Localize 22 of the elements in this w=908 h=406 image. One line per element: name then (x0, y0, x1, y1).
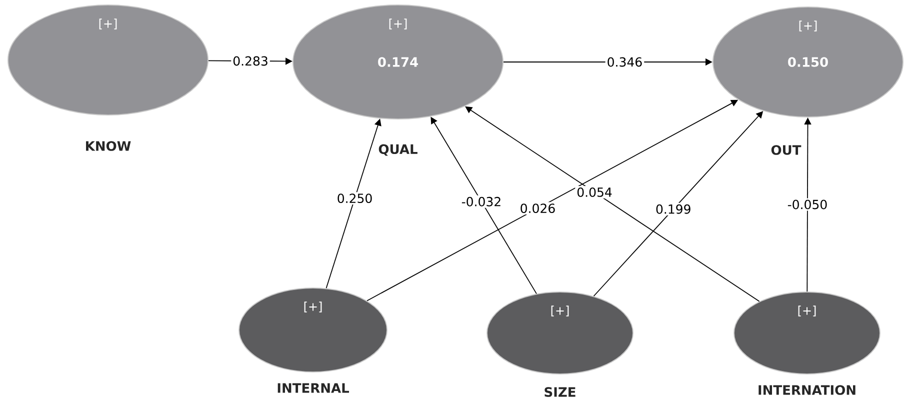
edge-label: -0.050 (788, 200, 827, 210)
expand-marker: [+] (799, 20, 817, 32)
variable-name: INTERNAL (278, 383, 349, 393)
variable-name: KNOW (86, 141, 131, 151)
edge-label: 0.026 (520, 204, 555, 214)
expand-marker: [+] (389, 18, 407, 30)
edge-label: 0.283 (233, 56, 268, 66)
variable-name: OUT (771, 145, 802, 155)
edge-label: -0.032 (462, 196, 500, 206)
expand-marker: [+] (798, 306, 816, 316)
edge-label: 0.250 (338, 194, 372, 204)
edge-label: 0.054 (577, 187, 612, 197)
r-squared-value: 0.174 (378, 57, 418, 67)
variable-name: QUAL (378, 144, 418, 156)
expand-marker: [+] (551, 306, 569, 316)
edge-label: 0.346 (608, 57, 642, 67)
expand-marker: [+] (99, 18, 117, 30)
variable-name: INTERNATION (758, 385, 856, 395)
r-squared-value: 0.150 (788, 57, 828, 67)
expand-marker: [+] (304, 302, 322, 312)
variable-name: SIZE (544, 387, 576, 397)
edge-label: 0.199 (656, 204, 690, 214)
